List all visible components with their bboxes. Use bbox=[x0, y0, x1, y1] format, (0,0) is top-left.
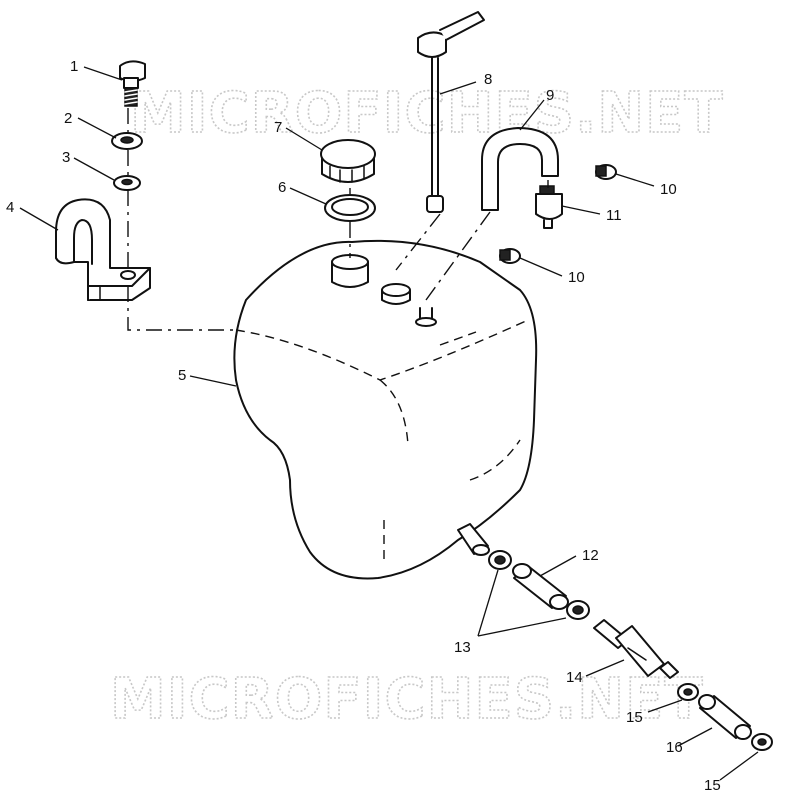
part-6-gasket bbox=[324, 194, 376, 222]
part-10-clamp-lower bbox=[499, 248, 521, 264]
callout-9: 9 bbox=[546, 87, 554, 104]
part-7-cap bbox=[320, 139, 376, 183]
callout-2: 2 bbox=[64, 110, 72, 127]
callout-12: 12 bbox=[582, 547, 599, 564]
part-14-filter bbox=[593, 619, 679, 679]
assembly-lines bbox=[127, 108, 549, 331]
callout-14: 14 bbox=[566, 669, 583, 686]
callout-1: 1 bbox=[70, 58, 78, 75]
callout-15-lower: 15 bbox=[704, 777, 721, 794]
part-15-clamp-a bbox=[677, 683, 699, 701]
callout-labels: 1 2 3 4 5 6 7 8 9 10 10 11 12 13 14 15 1… bbox=[6, 58, 721, 794]
callout-15-upper: 15 bbox=[626, 709, 643, 726]
callout-3: 3 bbox=[62, 149, 70, 166]
callout-13: 13 bbox=[454, 639, 471, 656]
callout-4: 4 bbox=[6, 199, 14, 216]
callout-5: 5 bbox=[178, 367, 186, 384]
callout-16: 16 bbox=[666, 739, 683, 756]
watermark-top: MICROFICHES.NET bbox=[130, 81, 724, 146]
part-16-hose bbox=[698, 694, 752, 740]
part-3-lock-washer bbox=[113, 175, 141, 191]
leader-lines bbox=[19, 66, 759, 781]
callout-6: 6 bbox=[278, 179, 286, 196]
callout-10-upper: 10 bbox=[660, 181, 677, 198]
part-9-vent-hose bbox=[481, 127, 559, 211]
callout-10-lower: 10 bbox=[568, 269, 585, 286]
part-12-hose bbox=[512, 563, 569, 610]
part-4-bracket bbox=[55, 198, 151, 301]
part-2-washer bbox=[111, 132, 143, 150]
watermark-bottom: MICROFICHES.NET bbox=[110, 667, 704, 732]
callout-8: 8 bbox=[484, 71, 492, 88]
part-1-bolt bbox=[119, 60, 146, 107]
part-13-clamp-b bbox=[566, 600, 590, 620]
part-15-clamp-b bbox=[751, 733, 773, 751]
part-5-fuel-tank bbox=[233, 239, 538, 580]
part-11-check-valve bbox=[535, 185, 563, 229]
part-10-clamp-upper bbox=[595, 164, 617, 180]
callout-11: 11 bbox=[606, 207, 622, 224]
part-13-clamp-a bbox=[488, 550, 512, 570]
part-8-fuel-sender bbox=[417, 11, 485, 213]
callout-7: 7 bbox=[274, 119, 282, 136]
